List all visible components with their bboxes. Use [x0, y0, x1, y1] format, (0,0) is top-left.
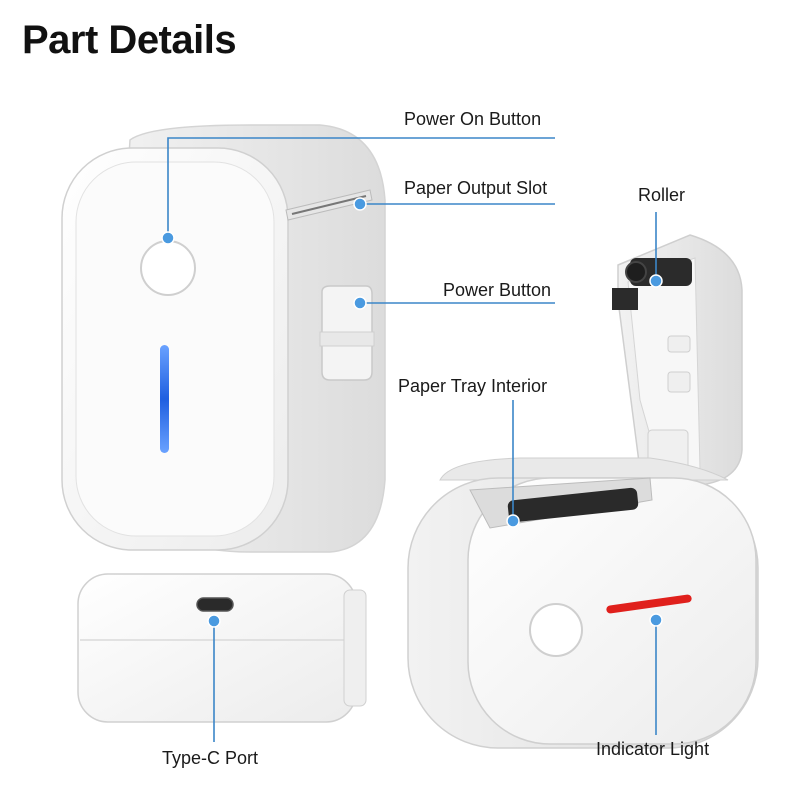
label-power-button: Power Button [443, 280, 552, 300]
label-roller: Roller [638, 185, 686, 205]
label-power-on-button: Power On Button [404, 109, 542, 129]
paper-roll-shape [507, 487, 639, 523]
printer-front-view [61, 124, 386, 553]
label-paper-tray-interior: Paper Tray Interior [398, 376, 548, 396]
red-led-bar [606, 594, 692, 614]
page-title: Part Details [22, 18, 237, 62]
label-indicator-light: Indicator Light [596, 739, 710, 759]
printer-bottom-view [77, 573, 367, 723]
leader-dots [161, 197, 663, 628]
label-type-c-port: Type-C Port [162, 748, 259, 768]
printer-open-view [407, 234, 759, 749]
type-c-port-shape [196, 597, 234, 612]
leader-lines [167, 137, 657, 742]
power-on-button-shape [140, 240, 196, 296]
label-paper-output-slot: Paper Output Slot [404, 178, 548, 198]
blue-led-bar [160, 345, 169, 453]
